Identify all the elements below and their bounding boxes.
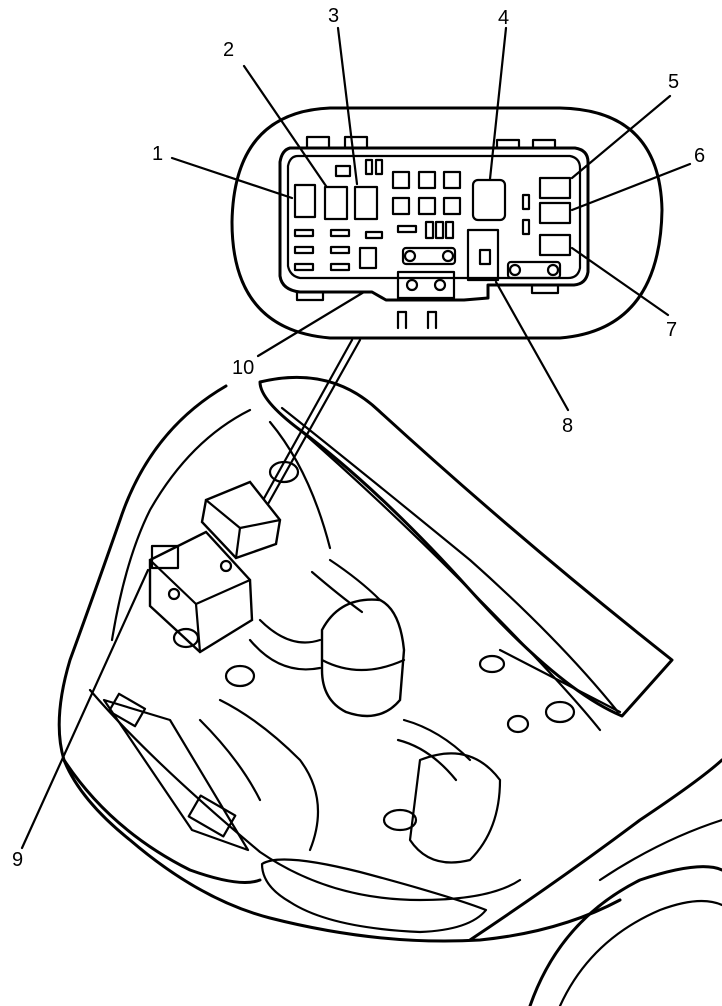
left-fender (57, 384, 262, 884)
relay-2 (323, 185, 349, 221)
relay-5 (538, 176, 572, 200)
wheel (528, 865, 722, 1006)
headlight (260, 858, 488, 934)
hood (258, 375, 674, 718)
callout-7: 7 (666, 319, 677, 341)
relay-7 (538, 233, 572, 257)
detail-oval (230, 106, 664, 340)
callout-4: 4 (498, 7, 509, 29)
callout-leader-lines (20, 26, 692, 850)
fuse-box-detail-view (230, 106, 664, 340)
callout-3: 3 (328, 5, 339, 27)
callout-2: 2 (223, 39, 234, 61)
right-fender (468, 758, 722, 942)
relay-6 (538, 201, 572, 225)
callout-8: 8 (562, 415, 573, 437)
callout-9: 9 (12, 849, 23, 871)
callout-10: 10 (232, 357, 254, 379)
relay-1 (293, 183, 317, 219)
callout-6: 6 (694, 145, 705, 167)
engine-fuse-box (200, 480, 282, 560)
relay-4 (471, 178, 507, 222)
front-bumper (62, 758, 622, 943)
relay-3 (353, 185, 379, 221)
callout-labels: 1 2 3 4 5 6 7 8 9 10 (12, 5, 705, 871)
relay-8 (466, 228, 500, 282)
air-cleaner (320, 598, 406, 718)
callout-5: 5 (668, 71, 679, 93)
callout-1: 1 (152, 143, 163, 165)
engine-compartment-illustration (57, 375, 722, 1006)
fuse-box-housing (278, 146, 590, 302)
